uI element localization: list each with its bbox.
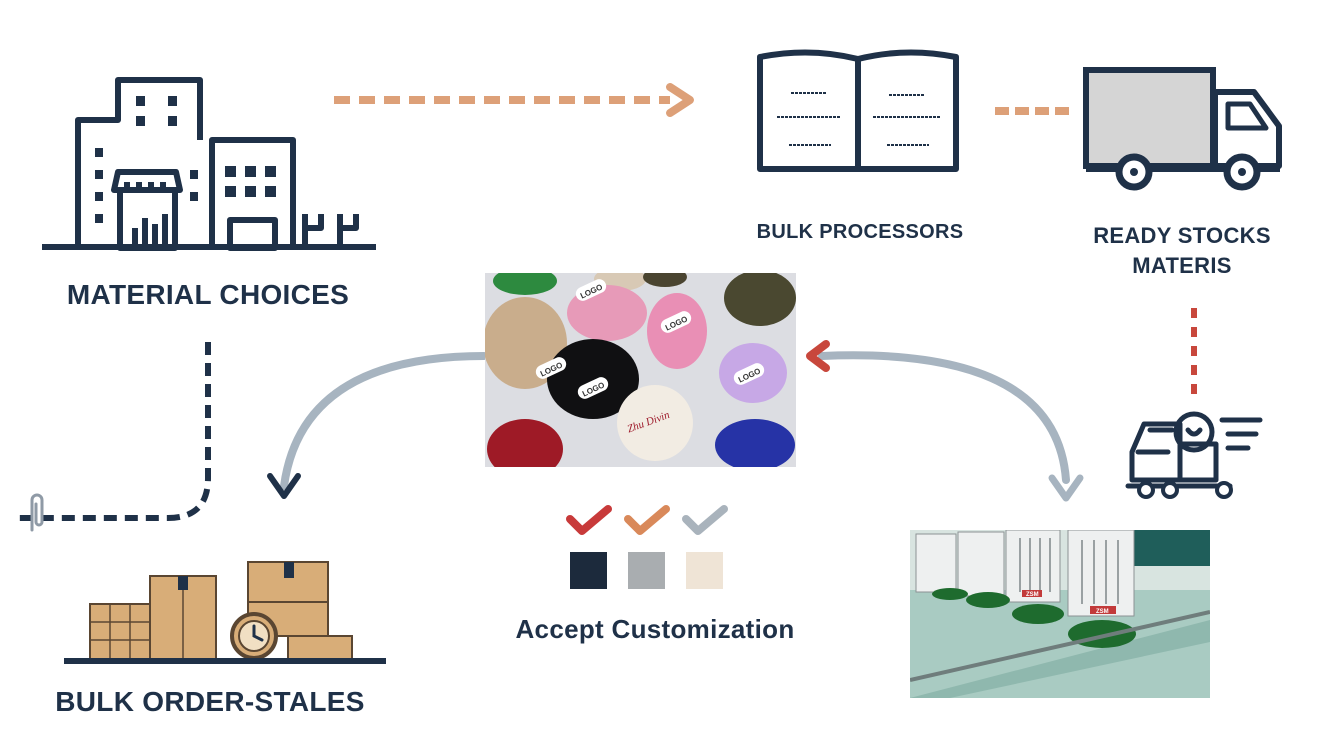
- embroidery-machine-photo: ZSM ZSM: [910, 530, 1210, 698]
- swatch-cream: [686, 552, 723, 589]
- paperclip-icon: [30, 493, 44, 532]
- flow-arrow-embroidery-to-photo: [806, 340, 1084, 502]
- flow-arrow-to-processors: [334, 83, 694, 117]
- check-icon-red: [566, 505, 612, 535]
- flow-arrow-photo-to-bulk-order: [267, 352, 488, 499]
- check-icon-orange: [624, 505, 670, 535]
- swatch-navy: [570, 552, 607, 589]
- embroidery-brand-text-2: ZSM: [1096, 609, 1109, 615]
- factory-icon: [42, 77, 376, 251]
- truck-icon: [1083, 67, 1282, 191]
- ready-stocks-label: READY STOCKS MATERIS: [1062, 221, 1302, 281]
- check-icon-grey: [682, 505, 728, 535]
- slipper-samples-photo: LOGO LOGO LOGO LOGO LOGO Zhu Divin: [485, 273, 796, 467]
- bulk-processors-label: BULK PROCESSORS: [756, 221, 964, 243]
- flow-connector-to-delivery: [1191, 308, 1197, 394]
- flow-path-to-bulk-order: [14, 342, 211, 521]
- accept-customization-label: Accept Customization: [515, 614, 795, 644]
- material-choices-label: MATERIAL CHOICES: [66, 279, 350, 310]
- book-icon: [757, 49, 959, 172]
- ready-stocks-line-1: READY STOCKS: [1093, 223, 1271, 248]
- flow-connector-to-truck: [995, 107, 1069, 115]
- swatch-grey: [628, 552, 665, 589]
- boxes-clock-icon: [64, 561, 386, 664]
- embroidery-brand-text-1: ZSM: [1026, 592, 1039, 598]
- ready-stocks-line-2: MATERIS: [1132, 253, 1232, 278]
- bulk-order-stales-label: BULK ORDER-STALES: [55, 686, 365, 717]
- delivery-icon: [1125, 411, 1263, 499]
